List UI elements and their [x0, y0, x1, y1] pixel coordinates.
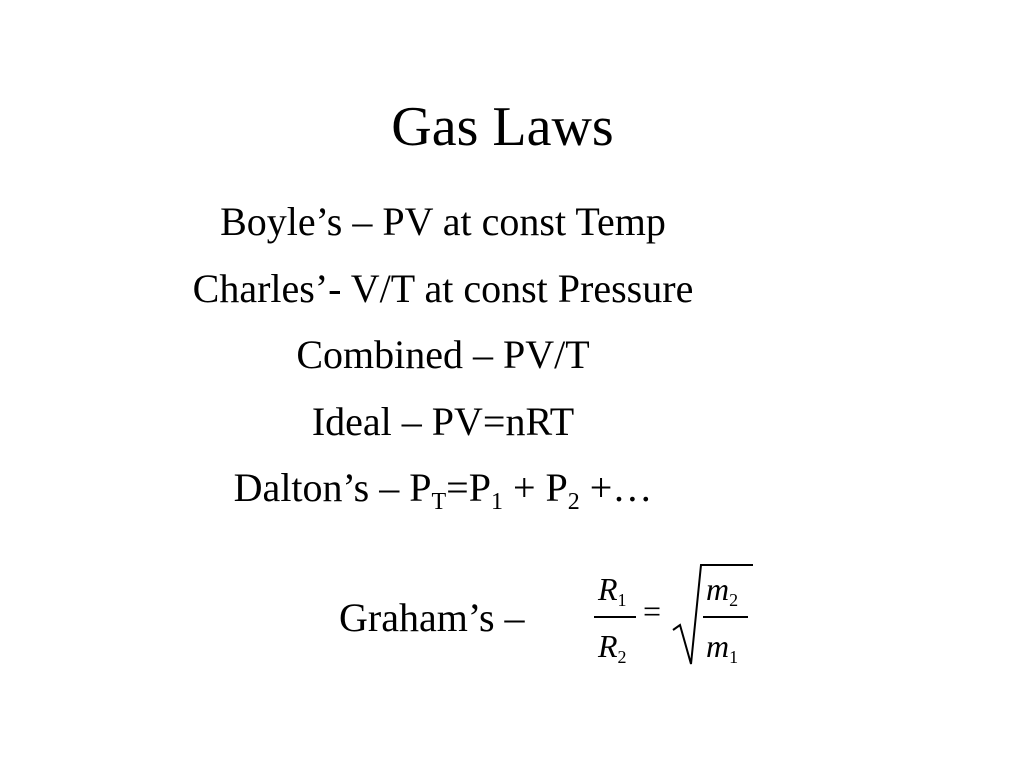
pressure-symbol: P — [409, 465, 432, 510]
mass-1: m1 — [706, 628, 739, 667]
rate-symbol: R — [598, 628, 618, 664]
subscript-1: 1 — [729, 647, 739, 667]
law-separator: – — [369, 465, 410, 510]
pressure-symbol: P — [545, 465, 568, 510]
law-charles: Charles’- V/T at const Pressure — [0, 264, 886, 314]
mass-2: m2 — [706, 571, 739, 610]
ellipsis-tail: +… — [579, 465, 653, 510]
equals-sign: = — [643, 593, 662, 629]
law-ideal: Ideal – PV=nRT — [0, 397, 886, 447]
rate-2: R2 — [598, 628, 627, 667]
subscript-2: 2 — [617, 647, 627, 667]
subscript-2: 2 — [567, 489, 580, 515]
graham-equation: R1 R2 = m2 m1 — [580, 555, 780, 675]
law-boyle: Boyle’s – PV at const Temp — [0, 197, 886, 247]
law-combined: Combined – PV/T — [0, 330, 886, 380]
mass-symbol: m — [706, 571, 730, 607]
graham-label: Graham’s – — [339, 595, 525, 640]
law-name: Ideal — [311, 399, 392, 444]
subscript-1: 1 — [617, 590, 627, 610]
subscript-total: T — [431, 489, 447, 515]
law-name: Boyle’s — [220, 199, 343, 244]
square-root-sign — [672, 564, 753, 665]
law-name: Combined — [296, 332, 463, 377]
pressure-symbol: P — [468, 465, 491, 510]
subscript-2: 2 — [729, 590, 739, 610]
law-separator: - — [328, 266, 351, 311]
law-description: PV=nRT — [431, 399, 575, 444]
law-name: Dalton’s — [233, 465, 370, 510]
law-separator: – — [462, 332, 503, 377]
law-description: V/T at const Pressure — [350, 266, 694, 311]
plus-sign: + — [502, 465, 546, 510]
subscript-1: 1 — [490, 489, 503, 515]
law-name: Charles’ — [192, 266, 329, 311]
equals-sign: = — [446, 465, 469, 510]
mass-symbol: m — [706, 628, 730, 664]
law-description: PV at const Temp — [382, 199, 666, 244]
rate-1: R1 — [598, 571, 627, 610]
law-description: PV/T — [502, 332, 590, 377]
law-dalton: Dalton’s – PT=P1 + P2 +… — [0, 463, 886, 515]
law-separator: – — [342, 199, 383, 244]
equation-lines — [594, 564, 753, 665]
rate-symbol: R — [598, 571, 618, 607]
slide-title: Gas Laws — [391, 96, 614, 158]
law-separator: – — [391, 399, 432, 444]
